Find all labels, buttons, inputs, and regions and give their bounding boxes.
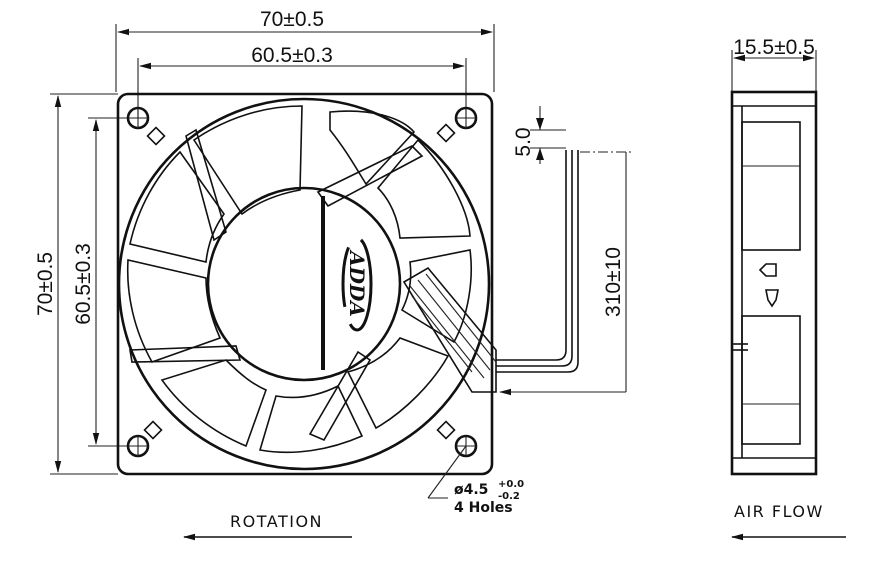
dim-wire-offset-label: 5.0 — [512, 127, 535, 156]
wire-bundle — [402, 266, 497, 393]
rotation-label: ROTATION — [230, 512, 323, 531]
flow-direction-icon — [758, 263, 779, 308]
fan-struts — [129, 128, 424, 442]
dim-wire-offset: 5.0 — [512, 106, 566, 164]
dim-wire-length-label: 310±10 — [602, 247, 625, 317]
dim-thickness: 15.5±0.5 — [731, 36, 817, 92]
fan-hub — [206, 186, 402, 382]
dim-height-outer-label: 70±0.5 — [34, 252, 57, 316]
adda-logo: ADDA — [341, 236, 373, 332]
hole-tol-plus: +0.0 — [498, 479, 524, 490]
side-view: 15.5±0.5 AIR FLOW — [730, 36, 846, 541]
hole-count-label: 4 Holes — [454, 500, 513, 516]
hole-diameter-label: ø4.5 — [454, 482, 488, 498]
dim-width-outer-label: 70±0.5 — [260, 8, 324, 31]
mounting-holes — [126, 106, 478, 458]
rotation-indicator: ROTATION — [183, 512, 352, 541]
airflow-indicator: AIR FLOW — [731, 502, 846, 541]
fan-blades — [126, 105, 473, 454]
side-windows — [741, 121, 801, 445]
dim-height-outer: 70±0.5 — [34, 93, 118, 475]
side-body — [730, 90, 818, 476]
airflow-label: AIR FLOW — [734, 502, 824, 521]
hole-callout: ø4.5 +0.0 -0.2 4 Holes — [427, 445, 524, 516]
side-wire-exit — [732, 343, 748, 351]
venturi-ring — [117, 97, 491, 471]
front-view: 70±0.5 60.5±0.3 70±0.5 60.5±0.3 — [34, 8, 634, 541]
corner-slots — [143, 123, 456, 440]
dim-height-holes: 60.5±0.3 — [72, 117, 136, 447]
dim-wire-length: 310±10 — [499, 151, 634, 396]
hole-tol-minus: -0.2 — [498, 491, 520, 502]
dim-width-outer: 70±0.5 — [115, 8, 495, 92]
lead-wires — [496, 150, 579, 373]
dim-width-holes-label: 60.5±0.3 — [251, 44, 333, 67]
logo-text: ADDA — [345, 249, 369, 317]
dim-thickness-label: 15.5±0.5 — [733, 36, 815, 59]
dim-height-holes-label: 60.5±0.3 — [72, 243, 95, 325]
